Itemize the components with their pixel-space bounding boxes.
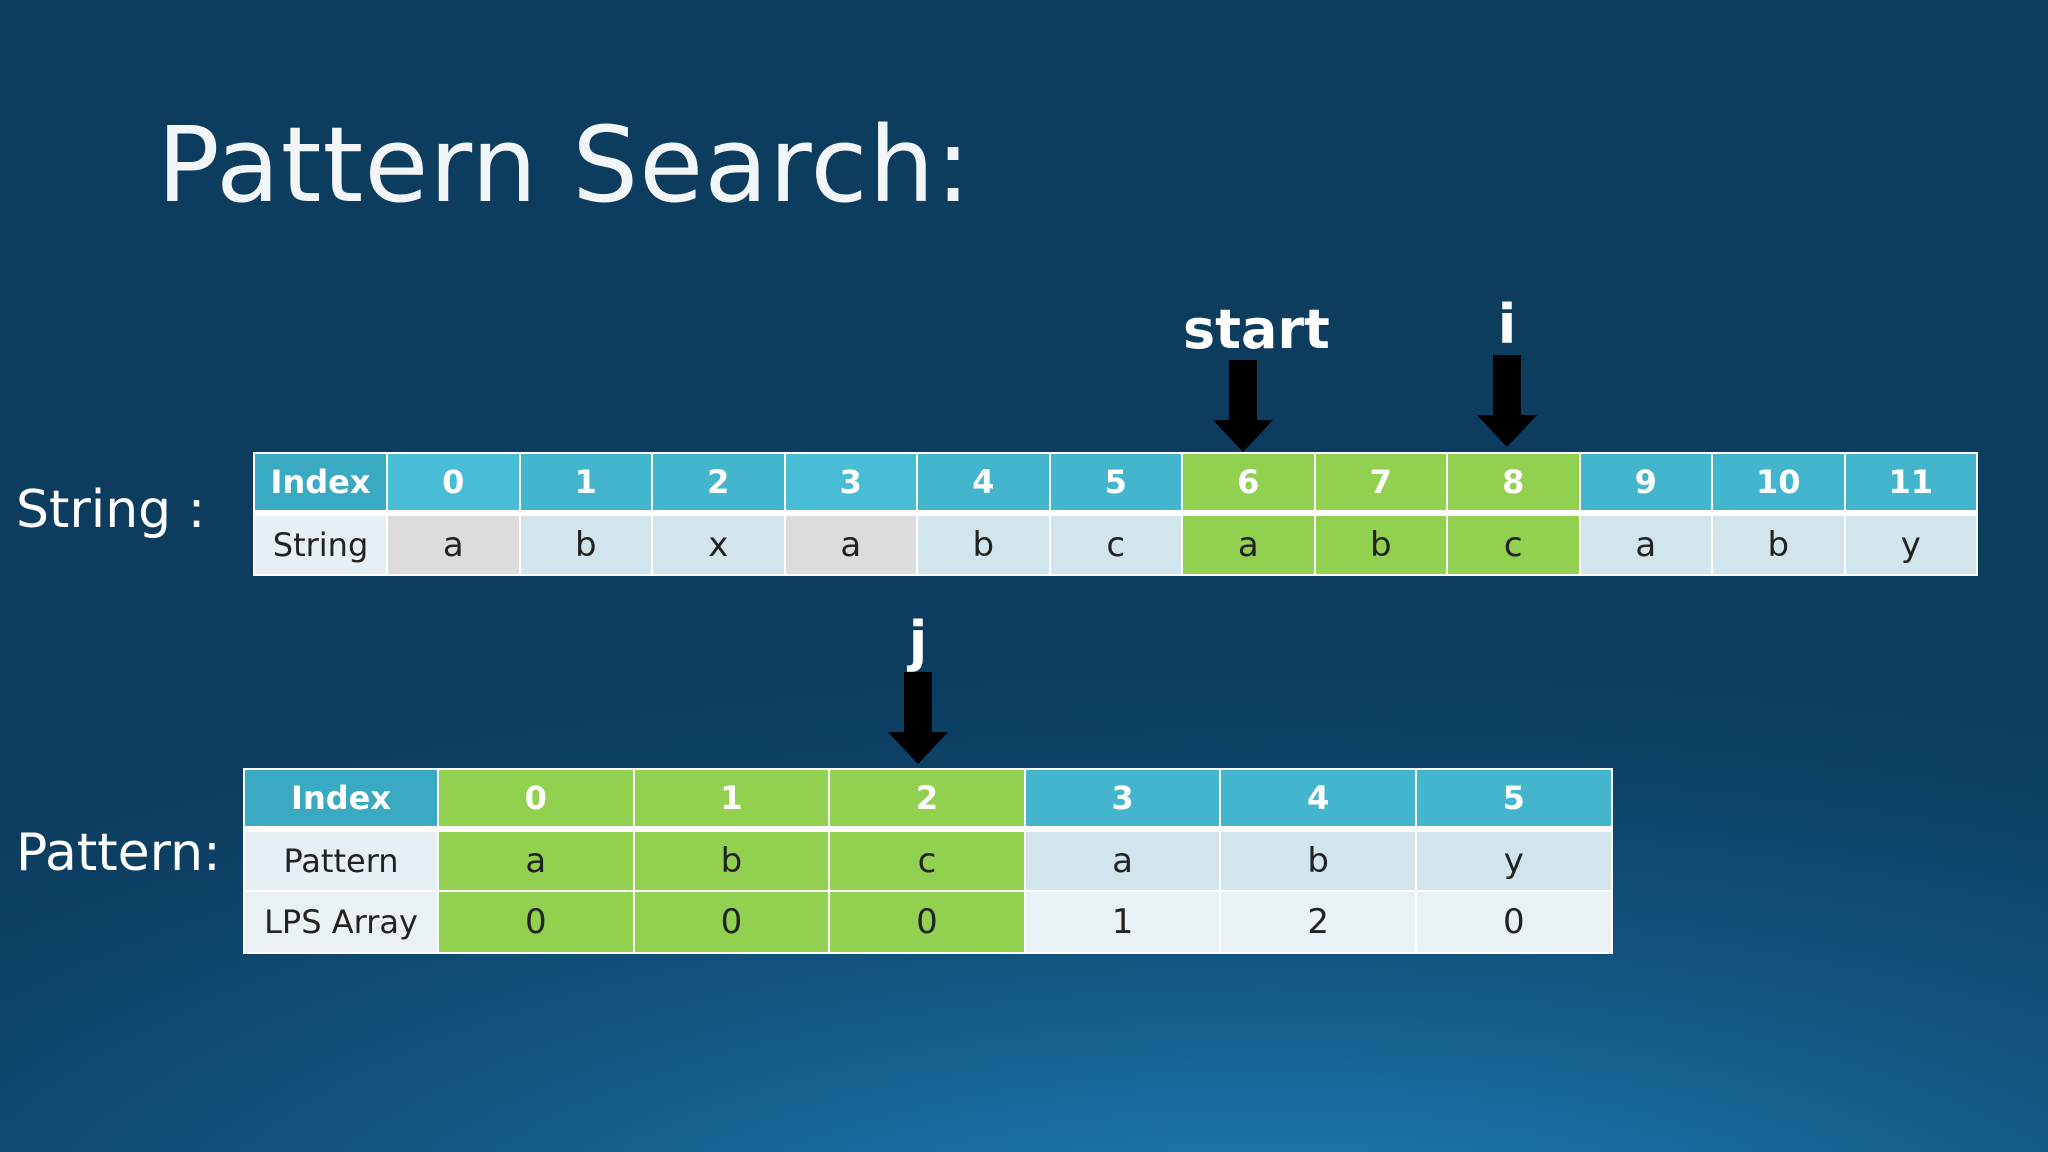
string-index-cell: 0 — [386, 452, 521, 516]
pattern-char-cell: c — [828, 828, 1026, 892]
string-index-cell: 7 — [1313, 452, 1448, 516]
pattern-index-header: Index — [243, 768, 439, 832]
string-char-cell: a — [783, 512, 918, 576]
start-pointer: start — [1183, 298, 1330, 456]
string-char-cell: a — [386, 512, 521, 576]
string-index-cell: 6 — [1181, 452, 1316, 516]
j-pointer: j — [858, 612, 978, 768]
string-index-cell: 4 — [916, 452, 1051, 516]
pattern-index-cell: 5 — [1414, 768, 1613, 832]
string-value-header: String — [253, 512, 388, 576]
pattern-index-cell: 4 — [1219, 768, 1417, 832]
down-arrow-icon — [1213, 360, 1273, 452]
string-char-cell: x — [651, 512, 786, 576]
pattern-index-cell: 2 — [828, 768, 1026, 832]
string-char-cell: b — [1711, 512, 1846, 576]
start-pointer-label: start — [1183, 298, 1330, 361]
i-pointer-label: i — [1497, 293, 1517, 356]
pattern-char-cell: b — [632, 828, 831, 892]
string-char-cell: b — [1313, 512, 1448, 576]
lps-value-cell: 0 — [828, 890, 1026, 954]
string-index-cell: 10 — [1711, 452, 1846, 516]
string-index-cell: 11 — [1843, 452, 1978, 516]
string-index-cell: 8 — [1446, 452, 1581, 516]
pattern-char-cell: a — [437, 828, 635, 892]
string-char-cell: a — [1181, 512, 1316, 576]
lps-value-cell: 1 — [1023, 890, 1222, 954]
string-char-cell: a — [1578, 512, 1713, 576]
slide-title: Pattern Search: — [157, 104, 972, 226]
lps-value-cell: 2 — [1219, 890, 1417, 954]
string-char-cell: c — [1048, 512, 1183, 576]
pattern-index-cell: 1 — [632, 768, 831, 832]
string-index-header: Index — [253, 452, 388, 516]
pattern-index-cell: 0 — [437, 768, 635, 832]
down-arrow-icon — [1477, 355, 1537, 447]
pattern-char-cell: b — [1219, 828, 1417, 892]
j-pointer-label: j — [908, 610, 928, 673]
pattern-char-cell: y — [1414, 828, 1613, 892]
pattern-index-cell: 3 — [1023, 768, 1222, 832]
lps-header: LPS Array — [243, 890, 439, 954]
lps-value-cell: 0 — [437, 890, 635, 954]
lps-value-cell: 0 — [1414, 890, 1613, 954]
string-row-label: String : — [16, 480, 206, 540]
string-char-cell: y — [1843, 512, 1978, 576]
string-index-cell: 5 — [1048, 452, 1183, 516]
string-index-cell: 9 — [1578, 452, 1713, 516]
pattern-value-header: Pattern — [243, 828, 439, 892]
string-char-cell: b — [518, 512, 653, 576]
pattern-row-label: Pattern: — [16, 823, 221, 883]
string-char-cell: b — [916, 512, 1051, 576]
down-arrow-icon — [888, 672, 948, 764]
string-index-cell: 3 — [783, 452, 918, 516]
string-index-cell: 1 — [518, 452, 653, 516]
string-char-cell: c — [1446, 512, 1581, 576]
lps-value-cell: 0 — [632, 890, 831, 954]
string-index-cell: 2 — [651, 452, 786, 516]
i-pointer: i — [1447, 295, 1567, 451]
pattern-char-cell: a — [1023, 828, 1222, 892]
